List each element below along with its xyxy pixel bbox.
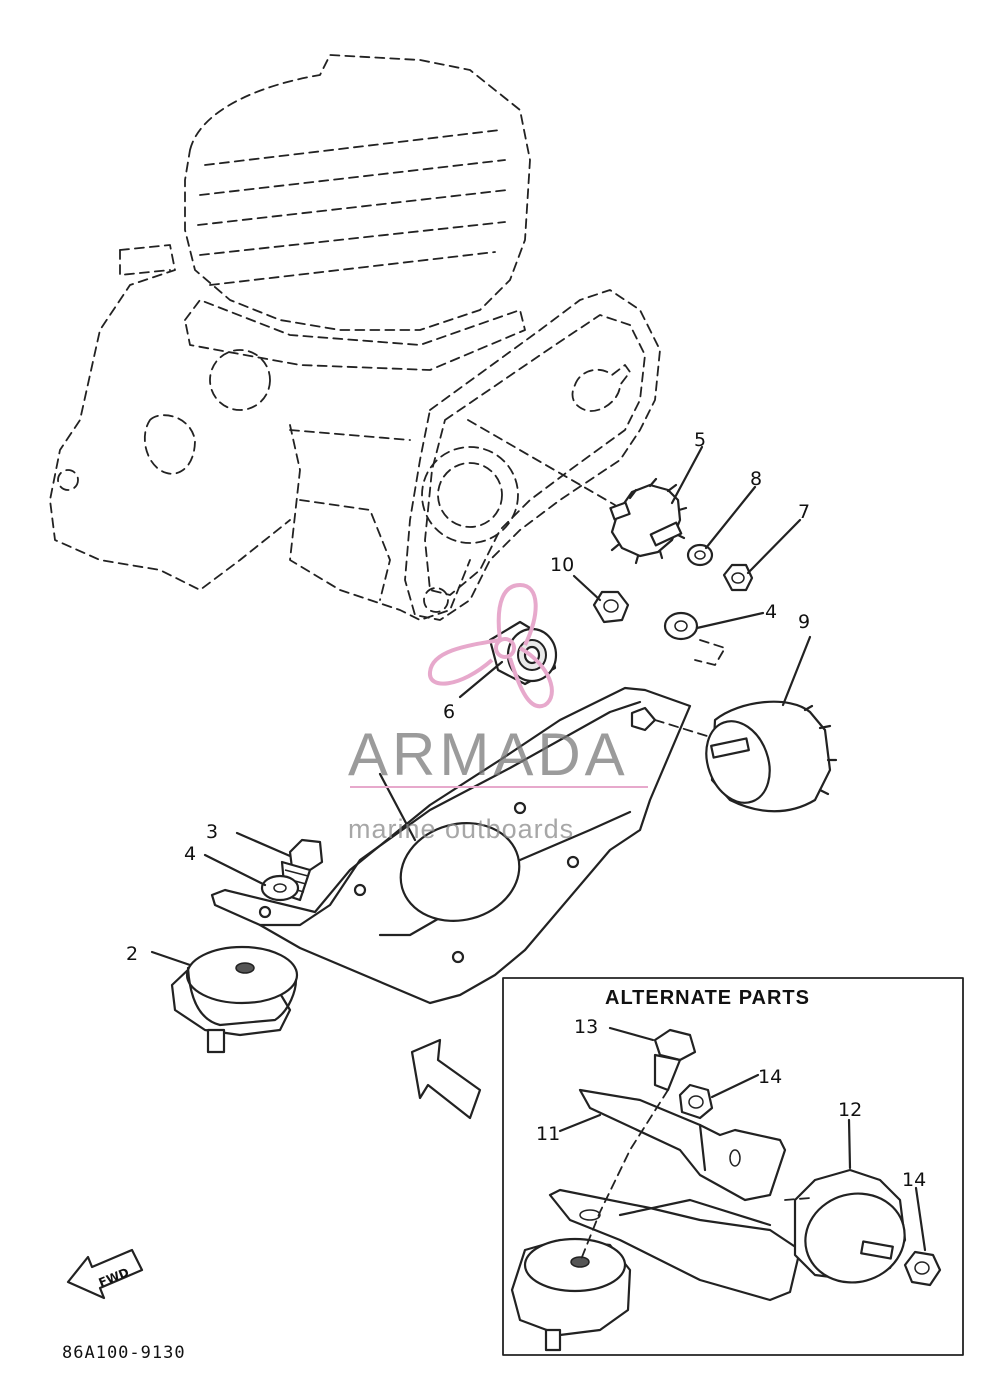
armada-watermark: ARMADA marine outboards <box>348 582 648 844</box>
main-bracket-plate <box>210 686 721 1005</box>
callout-10: 10 <box>550 554 574 576</box>
assembly-direction-arrow <box>410 1038 482 1120</box>
engine-block-outline <box>49 54 661 621</box>
part-10-flange-nut <box>592 590 630 624</box>
part-callouts: 5 8 7 10 4 9 6 3 4 2 13 14 11 12 14 <box>126 429 926 1191</box>
callout-4-upper: 4 <box>765 601 777 623</box>
watermark-tagline: marine outboards <box>348 814 574 844</box>
callout-5: 5 <box>694 429 706 451</box>
callout-14-upper: 14 <box>758 1066 782 1088</box>
callout-7: 7 <box>798 501 810 523</box>
fwd-arrow-icon: FWD <box>66 1248 144 1300</box>
part-8-washer <box>686 543 714 567</box>
callout-11: 11 <box>536 1123 560 1145</box>
callout-4-lower: 4 <box>184 843 196 865</box>
part-2-rubber-mount <box>170 945 299 1054</box>
callout-3: 3 <box>206 821 218 843</box>
diagram-code: 86A100-9130 <box>62 1343 186 1363</box>
callout-8: 8 <box>750 468 762 490</box>
alternate-parts-box: ALTERNATE PARTS <box>502 977 964 1356</box>
part-4-washer-lower <box>260 874 300 902</box>
callout-12: 12 <box>838 1099 862 1121</box>
leader-lines <box>150 445 927 1252</box>
callout-2: 2 <box>126 943 138 965</box>
part-9-rubber-mount <box>705 700 838 813</box>
part-5-mount-damper <box>609 477 688 565</box>
callout-13: 13 <box>574 1016 598 1038</box>
callout-9: 9 <box>798 611 810 633</box>
propeller-logo-icon <box>428 582 554 709</box>
part-4-washer-upper <box>663 611 726 666</box>
callout-14-lower: 14 <box>902 1169 926 1191</box>
part-7-nut <box>722 563 754 592</box>
alternate-parts-title: ALTERNATE PARTS <box>605 987 810 1009</box>
callout-6: 6 <box>443 701 455 723</box>
watermark-brand: ARMADA <box>348 721 629 788</box>
